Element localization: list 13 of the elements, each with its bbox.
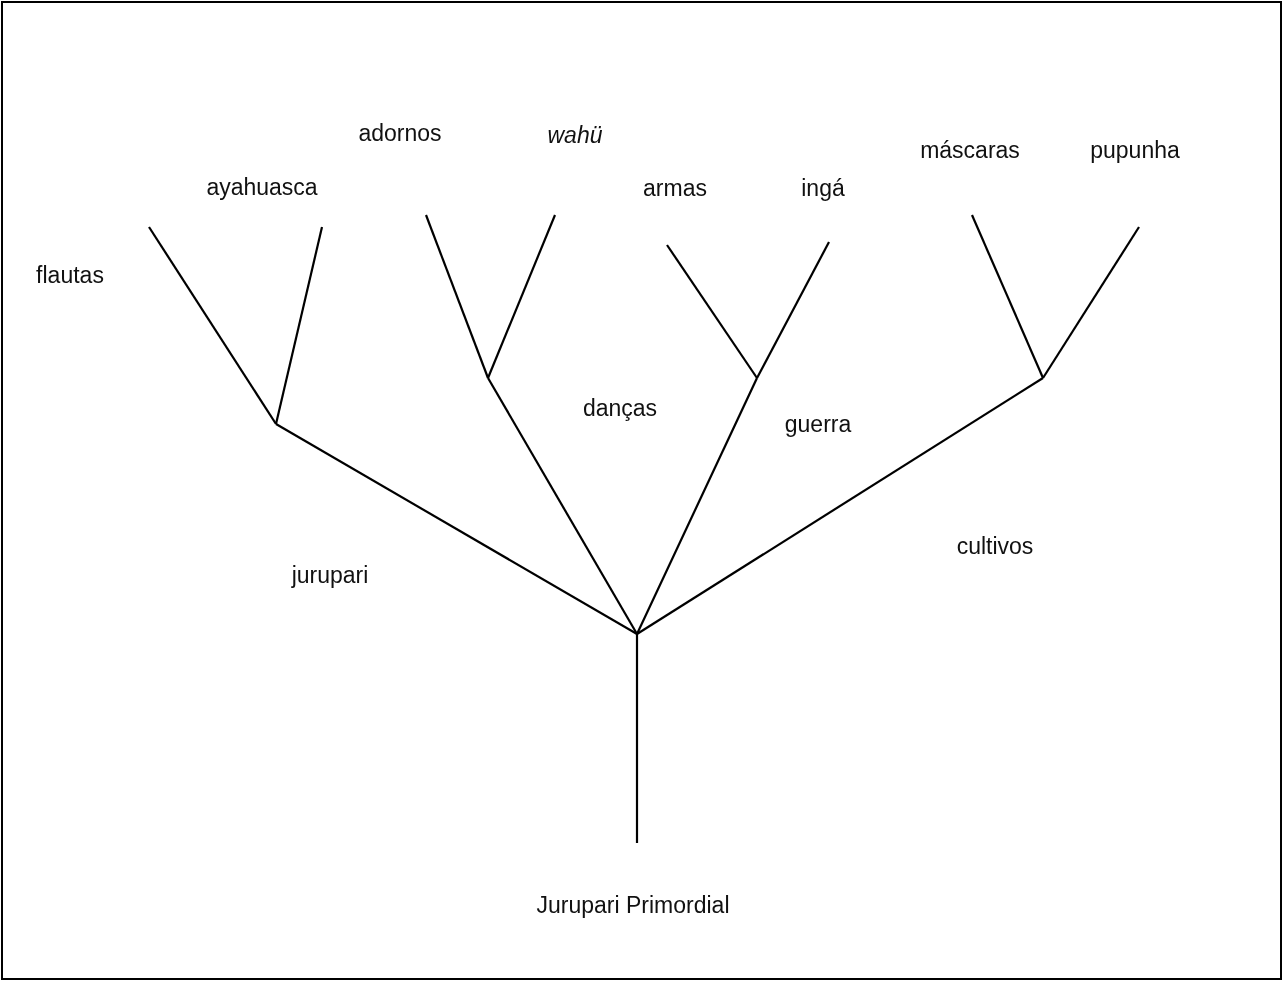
branch-label: ayahuasca: [206, 173, 318, 201]
branch-label: flautas: [36, 261, 104, 289]
branch-label: danças: [582, 394, 658, 422]
branch-label: adornos: [358, 119, 442, 147]
branch-label: máscaras: [920, 136, 1020, 164]
branch-label: ingá: [801, 174, 845, 202]
branch-label: wahü: [547, 121, 603, 149]
branch-label: Jurupari Primordial: [536, 891, 730, 919]
branch-label: cultivos: [956, 532, 1034, 560]
branch-label: armas: [643, 174, 707, 202]
branch-label: guerra: [784, 410, 852, 438]
branch-label: jurupari: [291, 561, 369, 589]
branch-label: pupunha: [1090, 136, 1180, 164]
